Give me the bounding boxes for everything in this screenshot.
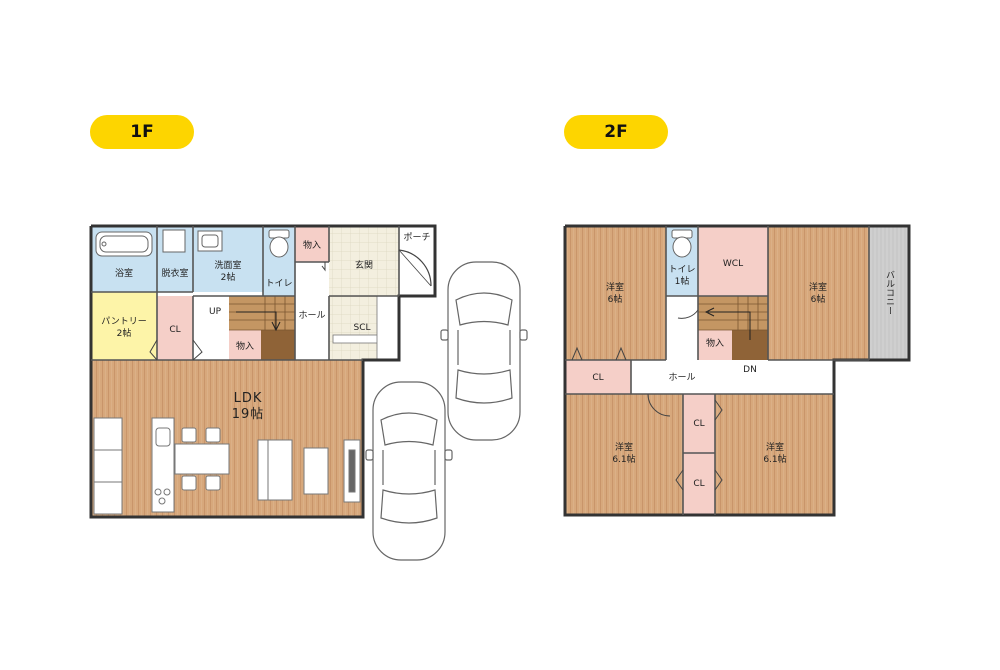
label-storage-stair: 物入 [236, 340, 254, 352]
label-washroom-size: 2帖 [221, 271, 236, 283]
room-entrance [329, 226, 399, 296]
kitchen-counter [93, 417, 175, 515]
label-pantry: パントリー [101, 316, 146, 327]
label-closet-2f-left: CL [592, 373, 603, 383]
label-closet-2f-mid-bottom: CL [693, 479, 704, 489]
room-western-ne [768, 226, 869, 360]
label-closet-1f: CL [169, 325, 180, 335]
wash-basin-icon [197, 230, 223, 252]
label-stair-up: UP [209, 307, 222, 317]
label-ldk: LDK [234, 391, 263, 406]
label-shoe-closet: SCL [353, 323, 370, 333]
label-room-sw: 洋室 [615, 441, 633, 453]
stove-icon [154, 488, 162, 496]
room-western-sw [565, 394, 683, 515]
label-ldk-size: 19帖 [232, 407, 265, 422]
room-closet-1f [157, 296, 193, 360]
label-room-ne: 洋室 [809, 281, 827, 293]
label-bath: 浴室 [115, 267, 133, 279]
toilet-2f-icon [671, 229, 693, 258]
room-hall-2f [666, 296, 698, 360]
label-storage-top: 物入 [303, 239, 321, 251]
label-stair-down: DN [743, 365, 757, 375]
hall-corridor-2f [631, 360, 834, 394]
label-toilet-2f: トイレ [668, 265, 695, 275]
toilet-icon [268, 229, 290, 258]
room-closet-2f-mid-bottom [683, 453, 715, 515]
parked-car-right [440, 261, 528, 441]
label-room-nw: 洋室 [606, 281, 624, 293]
washing-machine-icon [162, 229, 186, 253]
label-hall-2f: ホール [668, 372, 695, 383]
label-entrance: 玄関 [355, 259, 373, 271]
bathtub-icon [95, 231, 153, 257]
label-balcony: バルコニー [884, 270, 895, 315]
dining-table [174, 427, 230, 491]
parked-car-left [365, 381, 453, 561]
label-wcl: WCL [723, 259, 743, 269]
room-storage-2f [698, 330, 732, 360]
room-western-se [715, 394, 834, 515]
tv-stand [343, 439, 361, 503]
sofa [257, 439, 329, 501]
room-storage-stair [229, 330, 261, 360]
room-wcl [698, 226, 768, 296]
label-pantry-size: 2帖 [117, 327, 132, 339]
floor-badge-2f: 2F [564, 115, 668, 149]
sink-icon [155, 427, 171, 447]
floor-badge-1f: 1F [90, 115, 194, 149]
balcony [869, 226, 909, 360]
room-western-nw [565, 226, 666, 360]
room-closet-2f-mid-top [683, 394, 715, 453]
label-storage-2f: 物入 [706, 337, 724, 349]
label-room-sw-size: 6.1帖 [612, 453, 635, 465]
label-room-se-size: 6.1帖 [763, 453, 786, 465]
room-hall-center [295, 262, 329, 360]
label-washroom: 洗面室 [214, 259, 241, 271]
label-room-se: 洋室 [766, 441, 784, 453]
room-closet-2f-left [565, 360, 631, 394]
room-hall-1f [193, 296, 229, 360]
label-toilet-2f-size: 1帖 [675, 275, 690, 287]
room-storage-top [295, 226, 329, 262]
label-hall-1f: ホール [298, 310, 325, 321]
label-room-nw-size: 6帖 [608, 293, 623, 305]
label-closet-2f-mid-top: CL [693, 419, 704, 429]
label-dressing: 脱衣室 [161, 267, 188, 279]
label-toilet-1f: トイレ [265, 279, 292, 289]
room-pantry [91, 292, 157, 360]
label-porch: ポーチ [403, 232, 430, 243]
label-room-ne-size: 6帖 [811, 293, 826, 305]
